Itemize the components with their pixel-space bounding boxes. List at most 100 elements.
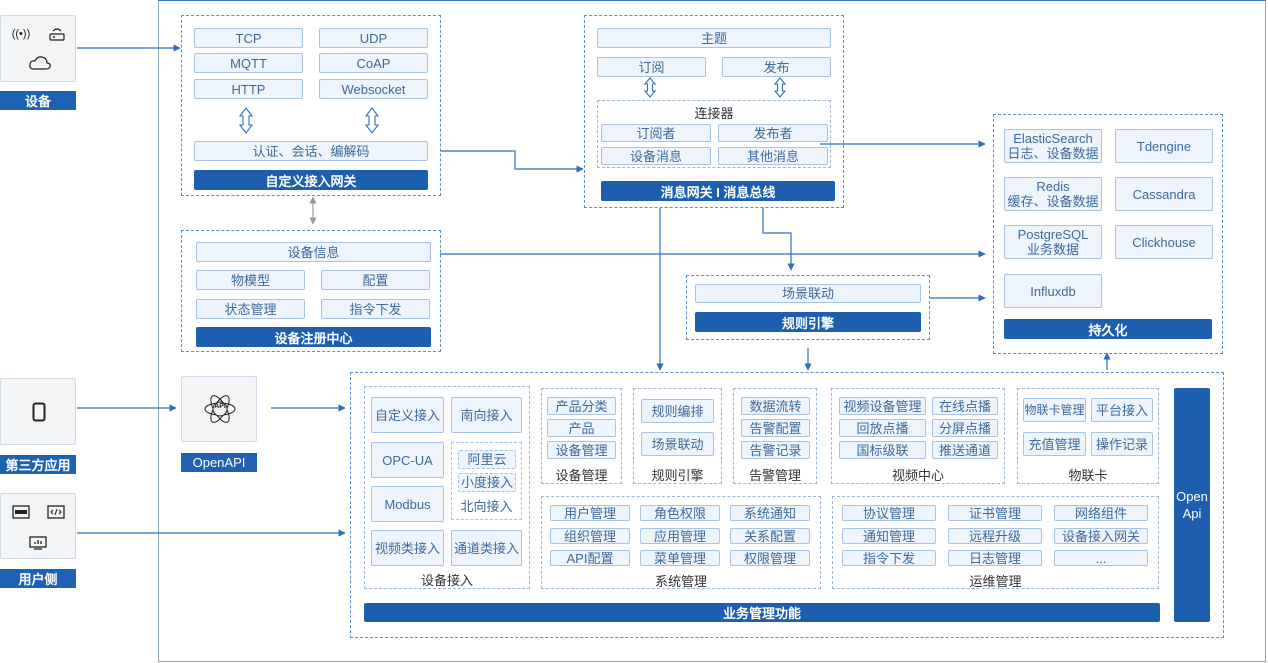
rule-engine-caption: 规则引擎 <box>651 468 704 483</box>
alarm-config: 告警配置 <box>741 419 810 437</box>
device-card: ((•)) <box>0 15 76 82</box>
persist-cassandra: Cassandra <box>1115 177 1213 211</box>
iot-card-mgmt: 物联卡管理 <box>1023 398 1086 422</box>
message-bus-section <box>584 15 844 208</box>
iot-platform-access: 平台接入 <box>1091 398 1153 422</box>
access-xiaodu: 小度接入 <box>458 473 516 492</box>
monitor-icon <box>27 534 49 552</box>
persist-clickhouse: Clickhouse <box>1115 225 1213 259</box>
ops-mgmt-caption: 运维管理 <box>969 574 1022 589</box>
video-split-screen: 分屏点播 <box>932 419 998 437</box>
open-api-bar: Open Api <box>1174 388 1210 622</box>
api-icon-text: API <box>214 403 226 410</box>
platform-frame <box>158 0 1266 662</box>
access-video: 视频类接入 <box>371 530 444 566</box>
access-aliyun: 阿里云 <box>458 450 516 469</box>
access-opcua: OPC-UA <box>371 442 444 478</box>
rule-engine-section <box>686 275 930 340</box>
connector-subscriber: 订阅者 <box>601 124 711 142</box>
protocol-udp: UDP <box>319 28 428 48</box>
business-title: 业务管理功能 <box>364 603 1160 622</box>
alarm-data-flow: 数据流转 <box>741 397 810 415</box>
custom-gateway-section <box>181 15 441 196</box>
ops-notice-mgmt: 通知管理 <box>842 528 936 544</box>
device-access-group <box>364 386 530 589</box>
connector-section <box>597 100 831 168</box>
access-north: 北向接入 <box>460 498 513 514</box>
bus-topic: 主题 <box>597 28 831 48</box>
access-south: 南向接入 <box>451 397 522 433</box>
ops-command: 指令下发 <box>842 550 936 566</box>
system-mgmt-group <box>541 496 821 589</box>
ops-remote-upgrade: 远程升级 <box>948 528 1042 544</box>
persist-elasticsearch: ElasticSearch 日志、设备数据 <box>1004 129 1102 163</box>
mgmt-product-category: 产品分类 <box>547 397 616 415</box>
user-label: 用户侧 <box>0 569 76 588</box>
api-atom-icon <box>202 391 238 427</box>
connector-title: 连接器 <box>694 105 734 121</box>
registry-device-info: 设备信息 <box>196 242 431 262</box>
video-push-channel: 推送通道 <box>932 441 998 459</box>
router-icon <box>45 24 69 44</box>
protocol-websocket: Websocket <box>319 79 428 99</box>
video-playback: 回放点播 <box>839 419 926 437</box>
third-party-label: 第三方应用 <box>0 455 76 474</box>
mgmt-device: 设备管理 <box>547 441 616 459</box>
third-party-card <box>0 378 76 445</box>
video-gb-cascade: 国标级联 <box>839 441 926 459</box>
custom-gateway-title: 自定义接入网关 <box>194 170 428 190</box>
video-center-group <box>831 388 1005 484</box>
sys-user-mgmt: 用户管理 <box>550 505 630 521</box>
ops-log-mgmt: 日志管理 <box>948 550 1042 566</box>
sys-relation-config: 关系配置 <box>730 528 810 544</box>
device-label: 设备 <box>0 91 76 110</box>
iot-operation-log: 操作记录 <box>1091 432 1153 456</box>
persist-redis: Redis 缓存、设备数据 <box>1004 177 1102 211</box>
sys-api-config: API配置 <box>550 550 630 566</box>
sys-role-perm: 角色权限 <box>640 505 720 521</box>
protocol-mqtt: MQTT <box>194 53 303 73</box>
ops-mgmt-group <box>832 496 1159 589</box>
bus-publish: 发布 <box>722 57 831 77</box>
openapi-label: OpenAPI <box>181 453 257 472</box>
system-mgmt-caption: 系统管理 <box>654 574 707 589</box>
bus-subscribe: 订阅 <box>597 57 706 77</box>
openapi-card: API <box>181 376 257 442</box>
sys-app-mgmt: 应用管理 <box>640 528 720 544</box>
ops-network-component: 网络组件 <box>1054 505 1148 521</box>
device-access-caption: 设备接入 <box>420 573 473 588</box>
ops-device-gateway: 设备接入网关 <box>1054 528 1148 544</box>
device-mgmt-caption: 设备管理 <box>555 468 608 483</box>
tablet-icon <box>27 399 51 425</box>
user-card <box>0 493 76 559</box>
device-mgmt-group <box>541 388 622 484</box>
registry-config: 配置 <box>321 270 430 290</box>
connector-publisher: 发布者 <box>718 124 828 142</box>
video-device-mgmt: 视频设备管理 <box>839 397 926 415</box>
registry-status-mgmt: 状态管理 <box>196 299 305 319</box>
device-registry-title: 设备注册中心 <box>196 327 431 347</box>
cloud-icon <box>26 52 54 74</box>
ops-more: ... <box>1054 550 1148 566</box>
north-access-group <box>451 442 522 520</box>
rule-scene: 场景联动 <box>641 432 714 456</box>
rule-scene-linkage: 场景联动 <box>695 284 921 303</box>
rule-engine-group <box>633 388 722 484</box>
protocol-coap: CoAP <box>319 53 428 73</box>
iot-card-caption: 物联卡 <box>1068 468 1108 483</box>
message-bus-title: 消息网关 I 消息总线 <box>601 181 835 201</box>
rule-orchestration: 规则编排 <box>641 399 714 423</box>
connector-device-msg: 设备消息 <box>601 147 711 165</box>
alarm-caption: 告警管理 <box>748 468 801 483</box>
video-center-caption: 视频中心 <box>891 468 944 483</box>
registry-thing-model: 物模型 <box>196 270 305 290</box>
persistence-title: 持久化 <box>1004 319 1212 339</box>
wireless-signal-icon: ((•)) <box>11 28 31 40</box>
persist-postgresql: PostgreSQL 业务数据 <box>1004 225 1102 259</box>
device-registry-section <box>181 230 441 352</box>
persist-influxdb: Influxdb <box>1004 274 1102 308</box>
access-modbus: Modbus <box>371 486 444 522</box>
rule-engine-title: 规则引擎 <box>695 312 921 332</box>
persistence-section <box>993 114 1223 354</box>
